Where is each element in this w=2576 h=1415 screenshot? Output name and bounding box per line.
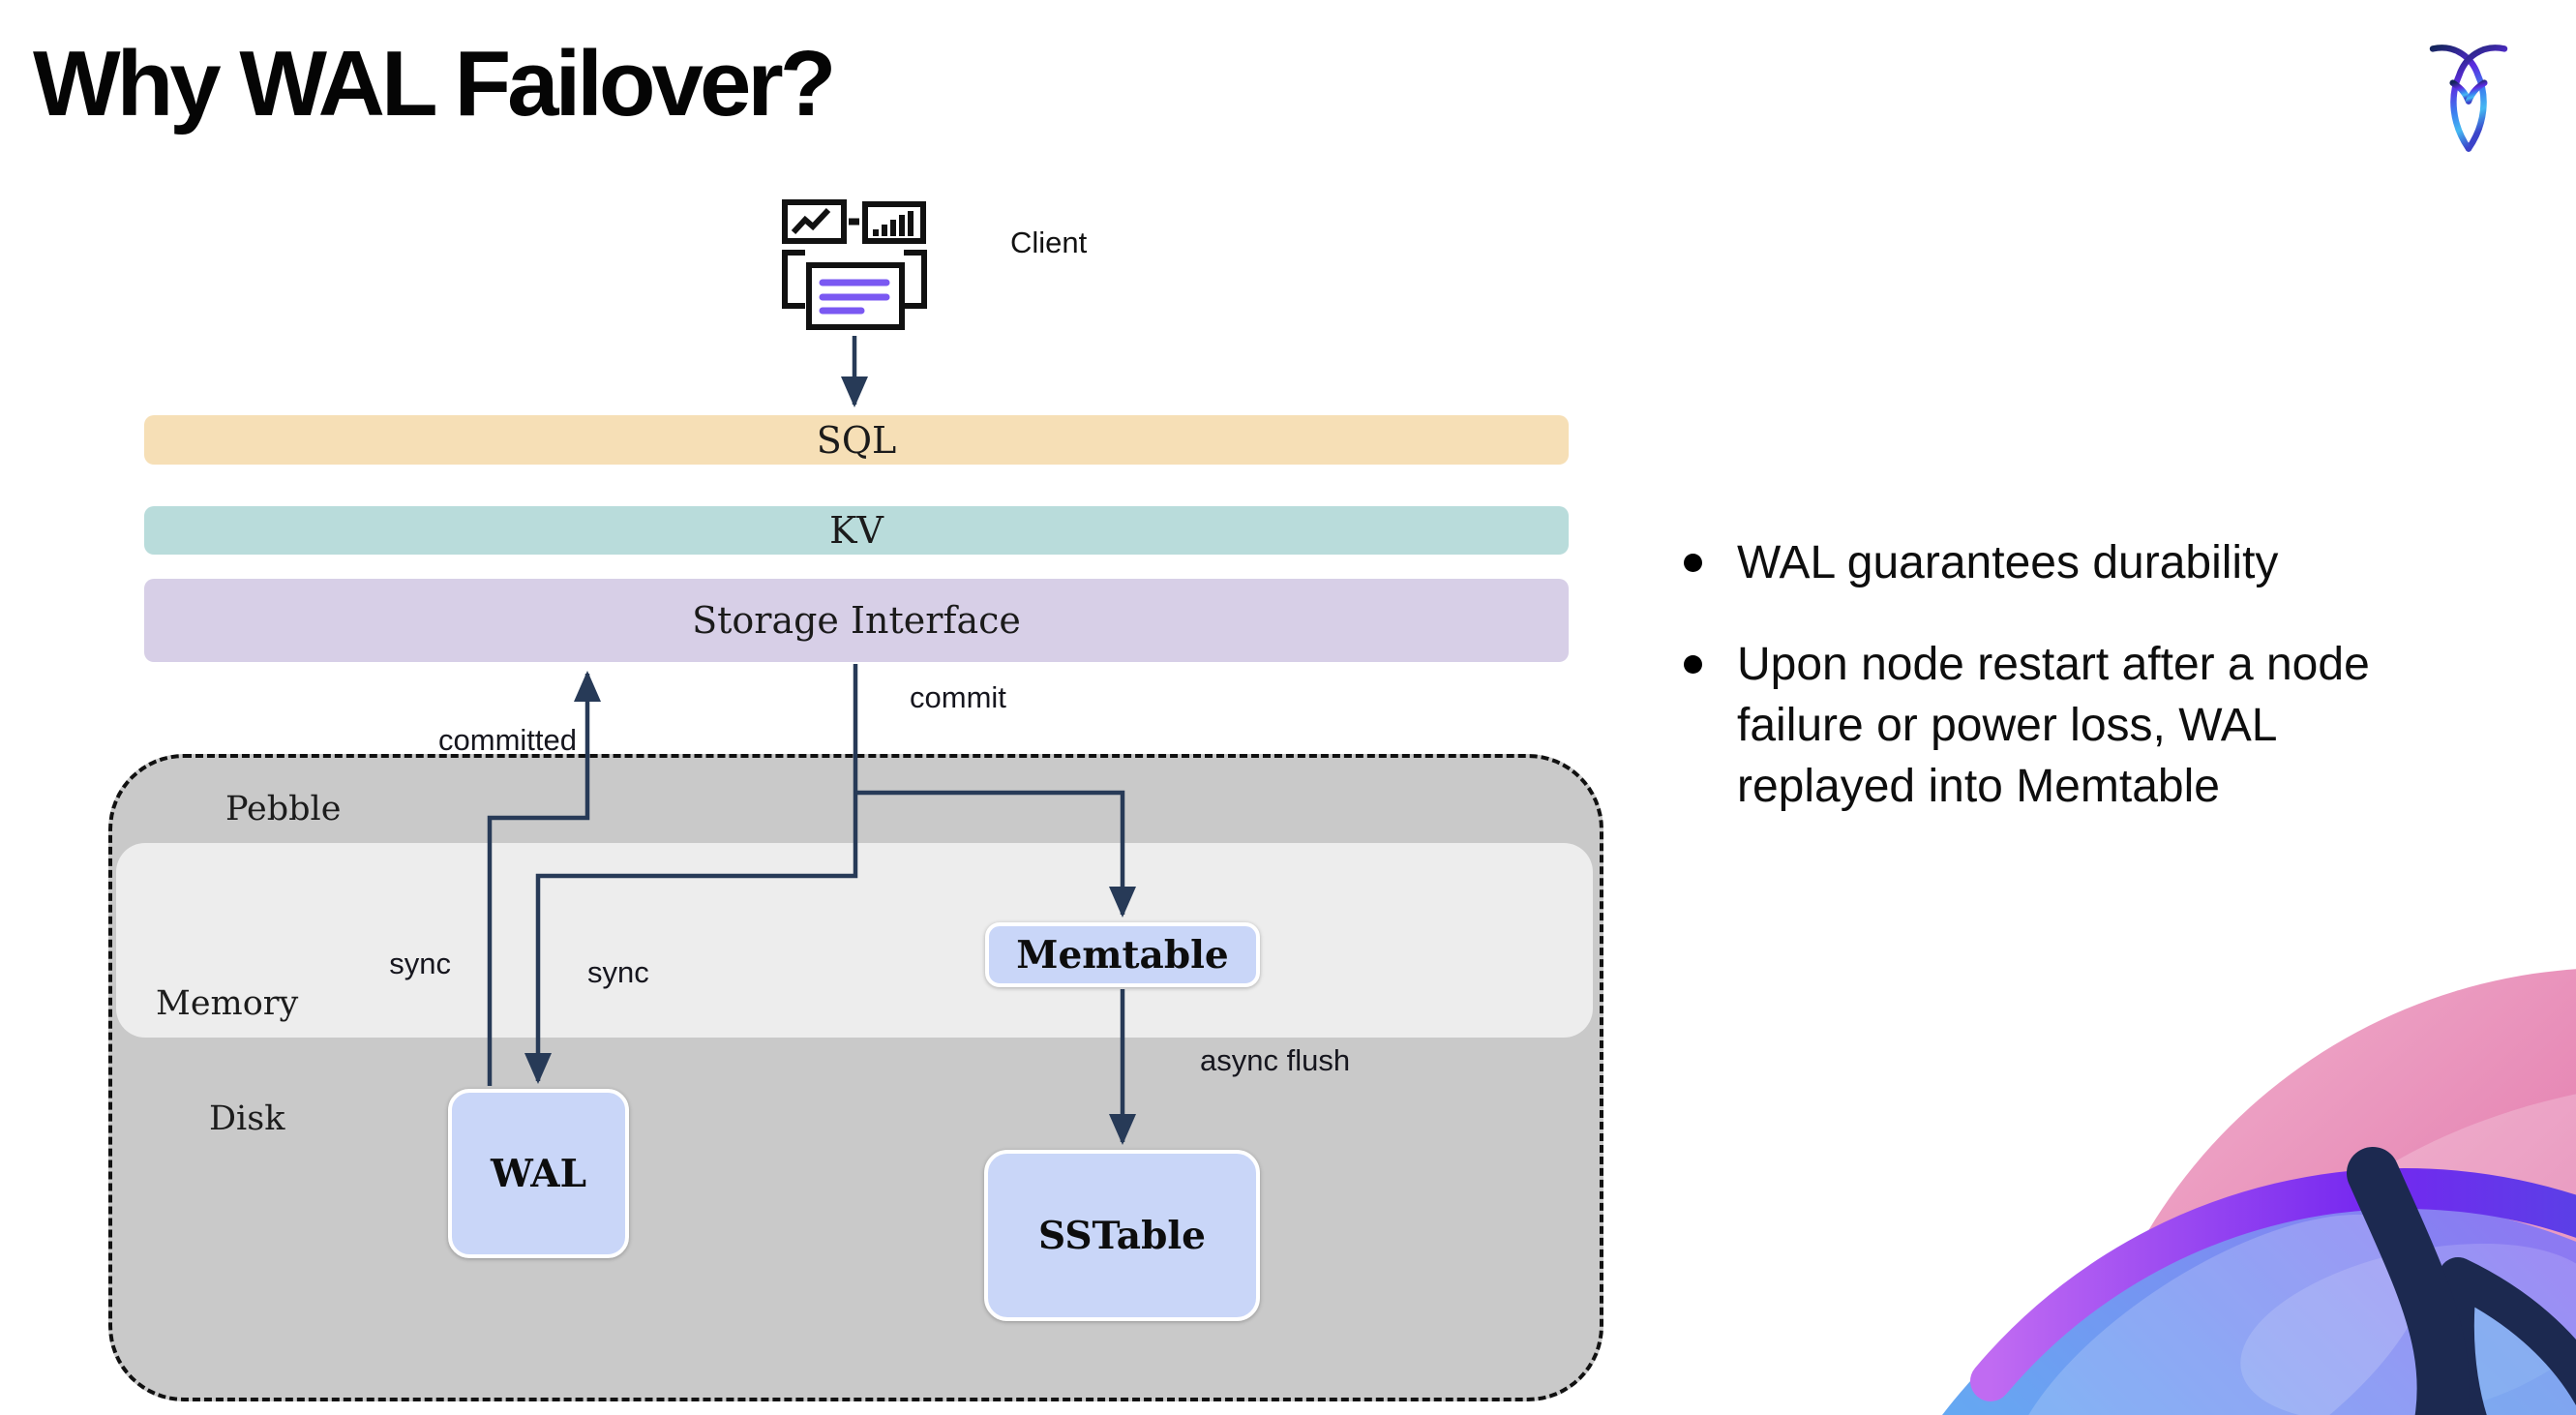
layer-sql-label: SQL bbox=[816, 418, 897, 462]
wal-node: WAL bbox=[448, 1089, 629, 1258]
edge-label-async-flush: async flush bbox=[1200, 1043, 1351, 1077]
list-item: Upon node restart after a node failure o… bbox=[1684, 634, 2535, 817]
layer-kv-label: KV bbox=[829, 509, 884, 552]
disk-label: Disk bbox=[209, 1099, 285, 1138]
cockroachdb-logo-icon bbox=[2427, 41, 2510, 163]
layer-sql: SQL bbox=[144, 415, 1569, 465]
bullet-text-1: WAL guarantees durability bbox=[1737, 537, 2279, 588]
memory-label: Memory bbox=[156, 984, 299, 1023]
memtable-node: Memtable bbox=[985, 922, 1260, 987]
bullet-list: WAL guarantees durability Upon node rest… bbox=[1684, 532, 2535, 817]
bullet-icon bbox=[1684, 554, 1702, 572]
list-item: WAL guarantees durability bbox=[1684, 532, 2535, 593]
edge-label-committed: committed bbox=[438, 723, 577, 757]
sstable-node: SSTable bbox=[984, 1150, 1260, 1321]
wal-label: WAL bbox=[491, 1151, 586, 1196]
bullet-icon bbox=[1684, 655, 1702, 674]
sstable-label: SSTable bbox=[1038, 1213, 1206, 1258]
layer-storage-label: Storage Interface bbox=[692, 599, 1021, 642]
layer-storage-interface: Storage Interface bbox=[144, 579, 1569, 662]
layer-kv: KV bbox=[144, 506, 1569, 555]
edge-label-commit: commit bbox=[910, 680, 1006, 714]
pebble-label: Pebble bbox=[225, 790, 342, 828]
memtable-label: Memtable bbox=[1016, 932, 1229, 978]
client-icon bbox=[777, 196, 932, 337]
page-title: Why WAL Failover? bbox=[33, 32, 836, 135]
edge-label-sync-ack: sync bbox=[389, 947, 451, 980]
client-label: Client bbox=[1010, 226, 1088, 259]
corner-art bbox=[1831, 917, 2576, 1415]
memory-region bbox=[116, 843, 1593, 1038]
edge-label-sync-write: sync bbox=[587, 955, 649, 989]
bullet-text-2: Upon node restart after a node failure o… bbox=[1737, 639, 2370, 812]
